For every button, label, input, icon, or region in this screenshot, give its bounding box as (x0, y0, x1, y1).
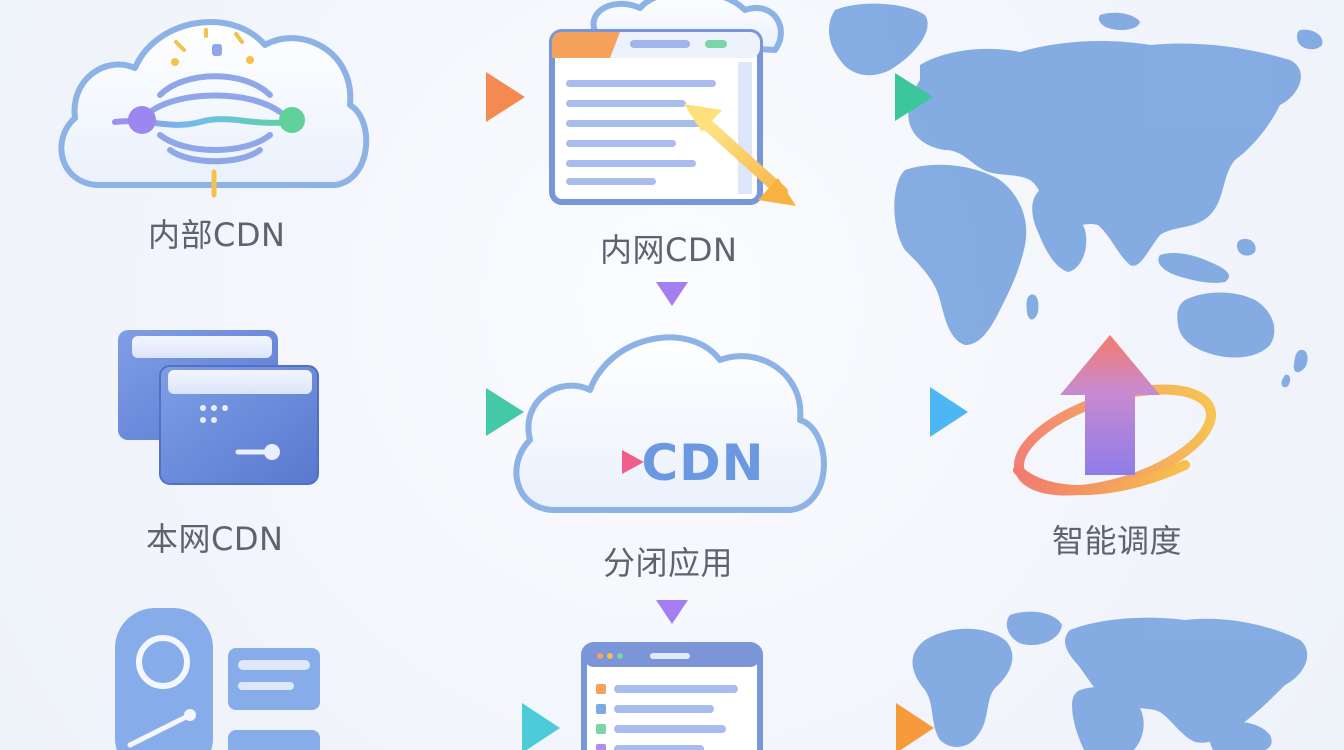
distributed-app-label: 分闭应用 (603, 544, 734, 582)
arrow-internal-to-intranet (388, 72, 525, 122)
internal-cdn-cloud-icon (58, 19, 370, 198)
local-cdn-label: 本网CDN (146, 520, 284, 558)
distributed-app-window-icon (581, 642, 763, 750)
arrow-intranet-to-map (801, 73, 933, 121)
pink-arrow-icon (582, 450, 644, 474)
double-arrow-icon (684, 104, 796, 206)
arrow-user-to-app (388, 703, 560, 750)
cdn-badge-text: CDN (641, 434, 764, 492)
intranet-cdn-label: 内网CDN (600, 231, 738, 269)
user-profile-icon (115, 608, 320, 750)
local-cdn-server-icon (118, 330, 319, 485)
center-cdn-cloud-icon: CDN (513, 334, 827, 513)
arrow-app-to-map (786, 703, 934, 750)
smart-dispatch-label: 智能调度 (1052, 522, 1183, 560)
world-map-bottom-icon (912, 611, 1308, 750)
arrow-local-to-cdn (388, 388, 524, 436)
arrow-intranet-down (656, 259, 688, 306)
internal-cdn-label: 内部CDN (148, 216, 286, 254)
arrow-distributed-down (656, 575, 688, 624)
intranet-browser-window-icon (549, 29, 796, 206)
smart-dispatch-icon (1013, 335, 1216, 496)
arrow-cdn-to-dispatch (832, 387, 968, 437)
world-map-top-icon (828, 3, 1323, 388)
